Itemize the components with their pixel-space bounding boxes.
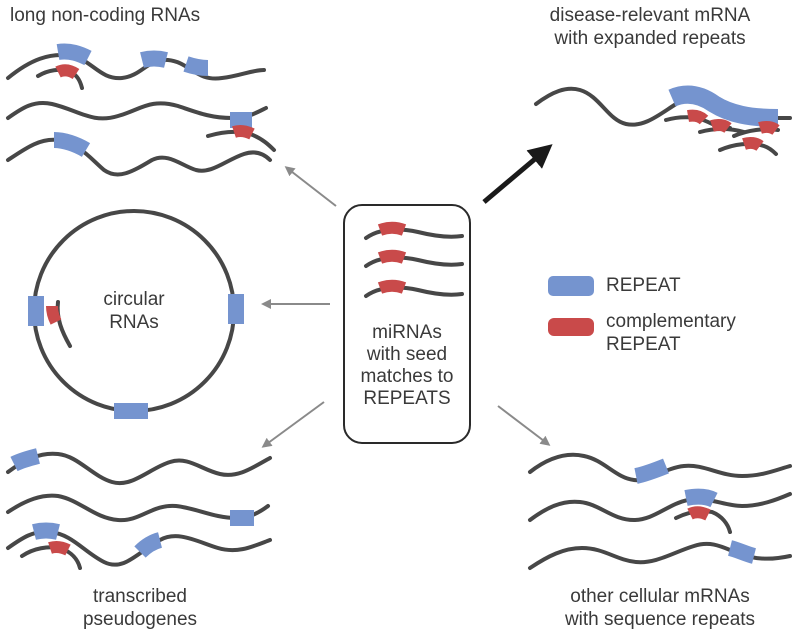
lncrna-strand-1: [6, 53, 266, 81]
center-box-text: miRNAs with seed matches to REPEATS: [344, 322, 470, 410]
lncrna-title: long non-coding RNAs: [10, 5, 201, 26]
pseudogenes-title-line2: pseudogenes: [82, 609, 198, 630]
center-box-line4: REPEATS: [363, 388, 451, 409]
lncrna-strand-2: [6, 101, 268, 121]
legend-repeat-label: REPEAT: [606, 275, 681, 296]
pseudo-strand-1: [6, 451, 272, 486]
mirna-center-box: [343, 204, 471, 444]
pseudo-repeat-3a: [32, 522, 60, 540]
center-mirna-3: [364, 285, 464, 298]
circular-title: circular RNAs: [84, 288, 184, 334]
disease-group: [534, 85, 792, 156]
other-repeat-2: [684, 488, 718, 508]
lncrna-comp-2: [232, 124, 255, 140]
other-mirna: [674, 509, 732, 534]
lncrna-repeat-3: [53, 132, 91, 157]
center-comp-3: [377, 279, 407, 294]
pseudogenes-title: transcribed pseudogenes: [60, 585, 220, 631]
lncrna-repeat-1b: [140, 50, 168, 68]
legend-complementary-swatch: [548, 318, 594, 336]
arrow-to-disease-mrna: [482, 144, 553, 204]
center-mirna-2: [364, 255, 464, 268]
other-comp: [687, 506, 711, 521]
circular-title-line1: circular: [103, 289, 165, 310]
other-repeat-1: [634, 458, 669, 484]
lncrna-strand-3: [6, 137, 272, 177]
center-box-line3: matches to: [360, 366, 454, 387]
center-comp-1: [377, 221, 407, 236]
disease-title-line1: disease-relevant mRNA: [549, 5, 751, 26]
lncrna-comp-1: [55, 64, 80, 80]
circular-title-line2: RNAs: [109, 312, 159, 333]
circular-mirna: [55, 300, 72, 348]
pseudo-repeat-1: [10, 448, 40, 472]
center-comp-2: [377, 249, 407, 264]
disease-expanded-repeat: [668, 85, 779, 127]
center-mirna-1: [364, 227, 464, 240]
arrow-to-pseudogenes: [261, 401, 325, 448]
lncrna-group: [6, 43, 276, 177]
other-mrnas-title: other cellular mRNAs with sequence repea…: [540, 585, 780, 631]
circular-comp: [46, 305, 62, 325]
pseudo-strand-2: [6, 493, 270, 523]
lncrna-repeat-1c: [183, 56, 209, 76]
legend-complementary-line1: complementary: [606, 311, 736, 332]
other-mrnas-group: [528, 452, 792, 570]
legend: [548, 276, 594, 336]
other-repeat-3: [727, 540, 757, 564]
legend-complementary-line2: REPEAT: [606, 334, 681, 355]
legend-repeat-swatch: [548, 276, 594, 296]
arrows: [261, 144, 553, 448]
other-mrnas-title-line2: with sequence repeats: [564, 609, 756, 630]
arrow-to-lncrna: [284, 166, 337, 207]
disease-title: disease-relevant mRNA with expanded repe…: [535, 4, 765, 50]
pseudogenes-title-line1: transcribed: [93, 586, 187, 607]
lncrna-repeat-1a: [56, 43, 92, 66]
center-box-line2: with seed: [366, 344, 448, 365]
pseudogenes-group: [6, 448, 272, 570]
disease-mirna-4: [718, 141, 778, 156]
center-box-line1: miRNAs: [372, 322, 442, 343]
legend-complementary-label: complementary REPEAT: [606, 310, 736, 356]
arrow-to-other-mrnas: [497, 405, 551, 446]
other-strand-2: [528, 492, 792, 523]
other-mrnas-title-line1: other cellular mRNAs: [570, 586, 750, 607]
disease-comp-2: [710, 118, 732, 134]
disease-comp-1: [687, 109, 709, 125]
pseudo-repeat-3b: [134, 532, 163, 558]
pseudo-comp: [48, 540, 71, 556]
disease-title-line2: with expanded repeats: [554, 28, 746, 49]
disease-comp-3: [758, 120, 780, 136]
circular-group: [28, 209, 244, 419]
disease-comp-4: [742, 136, 764, 152]
